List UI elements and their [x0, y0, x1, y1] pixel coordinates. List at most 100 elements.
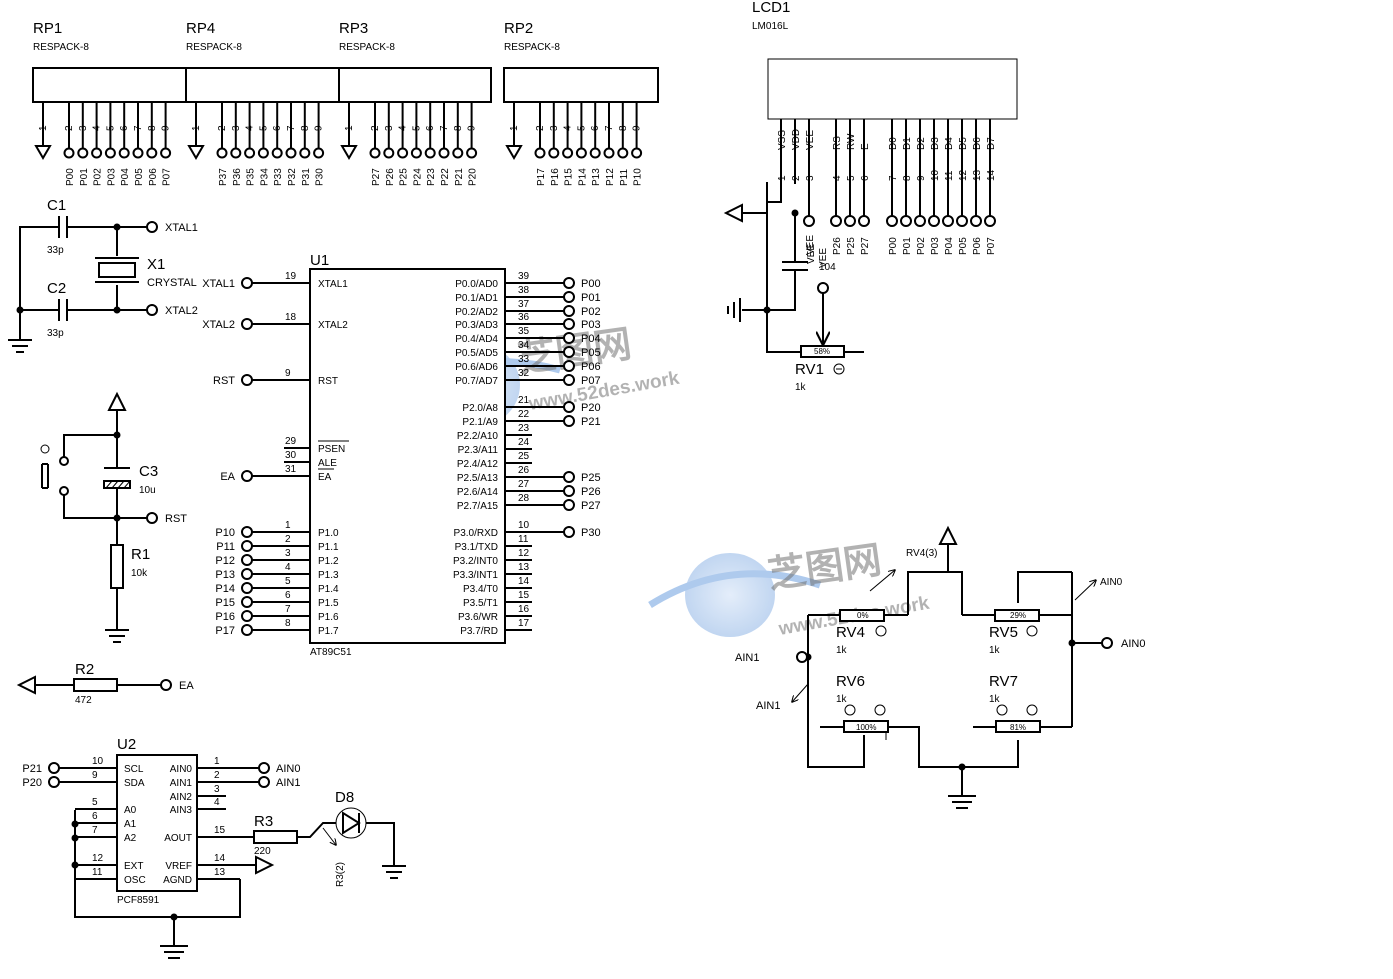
respack-pin-terminal[interactable] [383, 147, 395, 159]
respack-pin-terminal[interactable] [369, 147, 381, 159]
respack-pin-terminal[interactable] [617, 147, 629, 159]
respack-pin-terminal[interactable] [589, 147, 601, 159]
respack-value: RESPACK-8 [339, 42, 395, 53]
bridge-circuit: 0% RV4(3) RV4 1k 29% AIN0 RV5 1k AIN0 AI… [735, 525, 1145, 809]
lcd-pin-terminal[interactable] [942, 215, 954, 227]
lcd-pin-terminal[interactable] [858, 215, 870, 227]
respack-pin-terminal[interactable] [230, 147, 242, 159]
respack-pin-terminal[interactable] [397, 147, 409, 159]
respack-pin-terminal[interactable] [63, 147, 75, 159]
respack-pin-terminal[interactable] [118, 147, 130, 159]
respack-pin-terminal[interactable] [410, 147, 422, 159]
respack-pin-terminal[interactable] [132, 147, 144, 159]
respack-net-label: P21 [454, 168, 465, 186]
u1-left-terminal[interactable] [241, 568, 253, 580]
u1-right-terminal[interactable] [563, 499, 575, 511]
respack-pin-terminal[interactable] [631, 147, 643, 159]
u1-right-terminal[interactable] [563, 374, 575, 386]
u1-left-terminal[interactable] [241, 318, 253, 330]
u1-right-terminal[interactable] [563, 471, 575, 483]
respack-pin-terminal[interactable] [575, 147, 587, 159]
u2-left-terminal[interactable] [48, 762, 60, 774]
u1-left-terminal[interactable] [241, 540, 253, 552]
respack-pin-terminal[interactable] [424, 147, 436, 159]
respack-pin-terminal[interactable] [146, 147, 158, 159]
rv7-adjust-down-icon[interactable] [996, 704, 1008, 716]
lcd-pin-terminal[interactable] [844, 215, 856, 227]
power-arrow-icon [938, 525, 958, 545]
lcd-net-label: VEE [805, 235, 816, 255]
reset-pushbutton[interactable] [41, 463, 49, 489]
u1-right-terminal[interactable] [563, 485, 575, 497]
r3-value: 220 [254, 846, 271, 857]
rv6-adjust-down-icon[interactable] [844, 704, 856, 716]
respack-pin-terminal[interactable] [466, 147, 478, 159]
u1-pin-number: 38 [518, 285, 530, 296]
respack-pin-terminal[interactable] [438, 147, 450, 159]
u1-right-terminal[interactable] [563, 332, 575, 344]
respack-net-label: P26 [385, 168, 396, 186]
u1-left-terminal[interactable] [241, 596, 253, 608]
u1-right-terminal[interactable] [563, 318, 575, 330]
u2-left-terminal[interactable] [48, 776, 60, 788]
respack-pin-terminal[interactable] [534, 147, 546, 159]
respack-pin-terminal[interactable] [104, 147, 116, 159]
u1-right-terminal[interactable] [563, 526, 575, 538]
lcd-pin-terminal[interactable] [914, 215, 926, 227]
rv7-adjust-up-icon[interactable] [1026, 704, 1038, 716]
u1-pin-number: 36 [518, 312, 530, 323]
respack-pin-terminal[interactable] [160, 147, 172, 159]
respack-pin-terminal[interactable] [257, 147, 269, 159]
u1-left-terminal[interactable] [241, 554, 253, 566]
u1-left-terminal[interactable] [241, 526, 253, 538]
rv4-adjust-icon[interactable] [875, 625, 887, 637]
u1-right-terminal[interactable] [563, 401, 575, 413]
u1-left-terminal[interactable] [241, 470, 253, 482]
respack-pin-terminal[interactable] [313, 147, 325, 159]
lcd-pin-terminal[interactable] [928, 215, 940, 227]
u1-left-terminal[interactable] [241, 610, 253, 622]
u2-right-terminal[interactable] [258, 776, 270, 788]
respack-net-label: P37 [218, 168, 229, 186]
u1-pin-name: XTAL1 [318, 279, 348, 290]
u1-right-terminal[interactable] [563, 291, 575, 303]
ground-icon [727, 298, 741, 322]
respack-net-label: P23 [426, 168, 437, 186]
lcd-pin-terminal[interactable] [803, 215, 815, 227]
respack-pin-terminal[interactable] [216, 147, 228, 159]
u1-right-terminal[interactable] [563, 277, 575, 289]
u1-right-terminal[interactable] [563, 346, 575, 358]
rv5-adjust-icon[interactable] [1026, 625, 1038, 637]
respack-net-label: P25 [399, 168, 410, 186]
u1-left-terminal[interactable] [241, 374, 253, 386]
respack-pin-terminal[interactable] [285, 147, 297, 159]
u1-pin-name: P1.7 [318, 626, 339, 637]
respack-pin-terminal[interactable] [91, 147, 103, 159]
respack-pin-terminal[interactable] [548, 147, 560, 159]
lcd-pin-terminal[interactable] [970, 215, 982, 227]
rv1-percent: 58% [814, 347, 830, 356]
u2-right-terminal[interactable] [258, 762, 270, 774]
respack-pin-terminal[interactable] [244, 147, 256, 159]
rv1-adjust-icon[interactable] [833, 363, 845, 375]
u1-pin-number: 21 [518, 395, 530, 406]
respack-pin-terminal[interactable] [271, 147, 283, 159]
respack-pin-terminal[interactable] [603, 147, 615, 159]
lcd-pin-terminal[interactable] [900, 215, 912, 227]
lcd-pin-terminal[interactable] [886, 215, 898, 227]
respack-pin-terminal[interactable] [452, 147, 464, 159]
r1-ref: R1 [131, 546, 150, 563]
lcd-pin-terminal[interactable] [956, 215, 968, 227]
lcd-pin-terminal[interactable] [830, 215, 842, 227]
respack-pin-terminal[interactable] [299, 147, 311, 159]
respack-pin-terminal[interactable] [562, 147, 574, 159]
lcd-pin-terminal[interactable] [984, 215, 996, 227]
u1-right-terminal[interactable] [563, 360, 575, 372]
u1-left-terminal[interactable] [241, 624, 253, 636]
u1-left-terminal[interactable] [241, 582, 253, 594]
u1-left-terminal[interactable] [241, 277, 253, 289]
rv6-adjust-up-icon[interactable] [874, 704, 886, 716]
respack-pin-terminal[interactable] [77, 147, 89, 159]
u1-right-terminal[interactable] [563, 305, 575, 317]
u1-right-terminal[interactable] [563, 415, 575, 427]
